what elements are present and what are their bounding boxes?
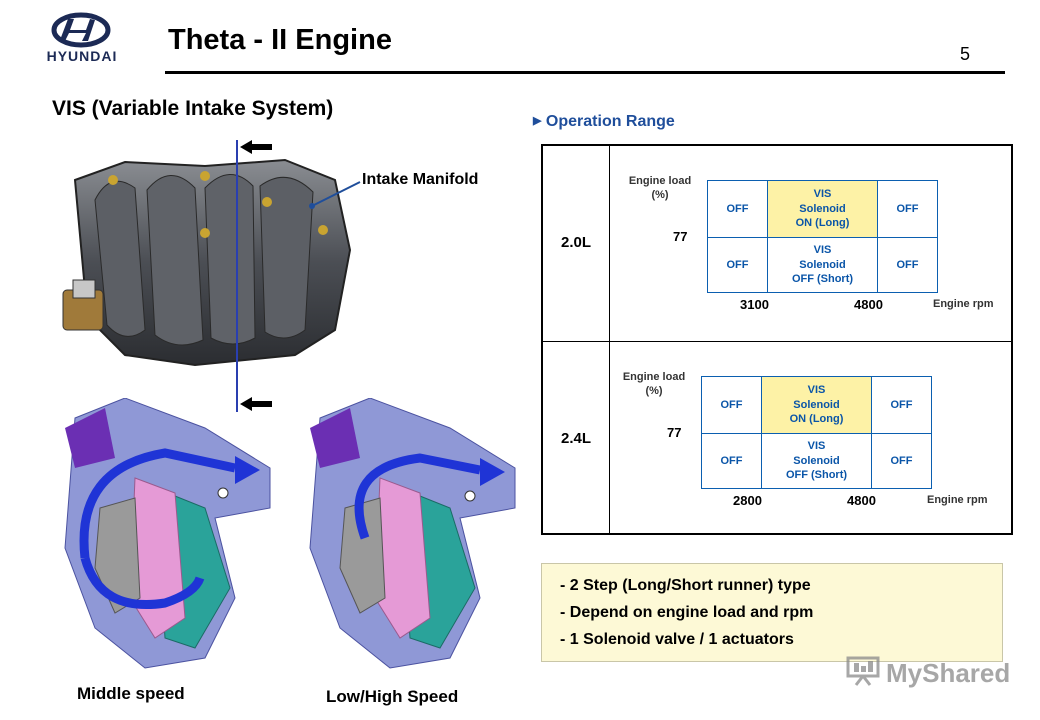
hyundai-logo [36, 12, 126, 68]
bullet-triangle-icon: ▶ [533, 115, 542, 127]
watermark: MyShared [846, 656, 1010, 691]
intake-manifold-label: Intake Manifold [362, 171, 479, 188]
rpm-low: 2800 [733, 493, 762, 508]
cell-bot-right: OFF [871, 433, 932, 489]
callout-line [308, 180, 362, 210]
y-axis-label: Engine load (%) [622, 371, 686, 398]
features-box: - 2 Step (Long/Short runner) type - Depe… [541, 563, 1003, 662]
load-value: 77 [673, 229, 688, 244]
feature-item: - Depend on engine load and rpm [560, 604, 814, 621]
cell-top-right: OFF [871, 376, 932, 434]
rpm-high: 4800 [847, 493, 876, 508]
page-number: 5 [960, 44, 971, 64]
cell-top-left: OFF [707, 180, 768, 238]
cell-bot-right: OFF [877, 237, 938, 293]
arrow-left-icon [238, 139, 272, 155]
x-axis-label: Engine rpm [927, 494, 988, 506]
cell-top-mid: VIS Solenoid ON (Long) [767, 180, 878, 238]
x-axis-label: Engine rpm [933, 298, 994, 310]
cutaway-middle-speed-image [55, 397, 285, 670]
caption-low-high-speed: Low/High Speed [326, 687, 459, 706]
cell-top-mid: VIS Solenoid ON (Long) [761, 376, 872, 434]
caption-middle-speed: Middle speed [77, 684, 185, 703]
intake-manifold-image [55, 140, 365, 410]
operation-range-label: Operation Range [545, 113, 675, 130]
cell-top-left: OFF [701, 376, 762, 434]
rpm-low: 3100 [740, 297, 769, 312]
page-title: Theta - II Engine [168, 24, 392, 56]
cell-top-right: OFF [877, 180, 938, 238]
y-axis-label: Engine load (%) [628, 175, 692, 202]
cell-bot-mid: VIS Solenoid OFF (Short) [767, 237, 878, 293]
cutaway-low-high-speed-image [300, 397, 530, 670]
brand-wordmark: HYUNDAI [46, 48, 118, 64]
feature-item: - 1 Solenoid valve / 1 actuators [560, 631, 794, 648]
engine-label-2-4l: 2.4L [560, 430, 591, 447]
feature-item: - 2 Step (Long/Short runner) type [560, 577, 811, 594]
operation-range-table: 2.0L Engine load (%) 77 OFF VIS Solenoid… [541, 144, 1013, 535]
arrow-left-icon [238, 396, 272, 412]
operation-range-heading: ▶ Operation Range [533, 113, 675, 131]
cell-bot-mid: VIS Solenoid OFF (Short) [761, 433, 872, 489]
engine-label-2-0l: 2.0L [560, 234, 591, 251]
cell-bot-left: OFF [707, 237, 768, 293]
section-title: VIS (Variable Intake System) [52, 97, 334, 120]
header-rule [165, 71, 1005, 74]
presentation-icon [846, 656, 880, 691]
table-divider-vertical [609, 146, 610, 535]
rpm-high: 4800 [854, 297, 883, 312]
load-value: 77 [667, 425, 682, 440]
table-divider-horizontal [543, 341, 1013, 342]
watermark-text: MyShared [886, 658, 1011, 688]
cell-bot-left: OFF [701, 433, 762, 489]
section-line [236, 140, 238, 412]
